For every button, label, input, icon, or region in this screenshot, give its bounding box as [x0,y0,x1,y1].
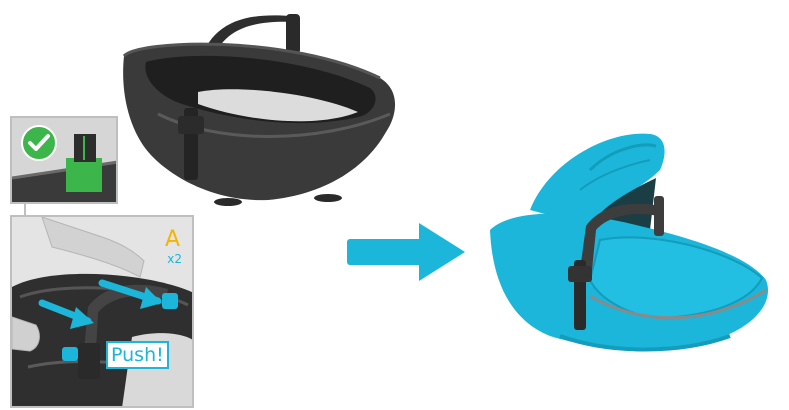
check-detail-panel [10,116,118,204]
right-arrow-icon [347,223,465,281]
panel-connector [24,204,26,215]
carrycot-teal-illustration [490,130,774,360]
check-circle-icon [20,124,58,162]
step-letter-label: A [165,229,180,251]
carrycot-grey-illustration [118,4,408,210]
push-label: Push! [106,341,169,369]
step-multiplier-label: x2 [167,253,182,265]
push-detail-panel: A x2 Push! [10,215,194,408]
